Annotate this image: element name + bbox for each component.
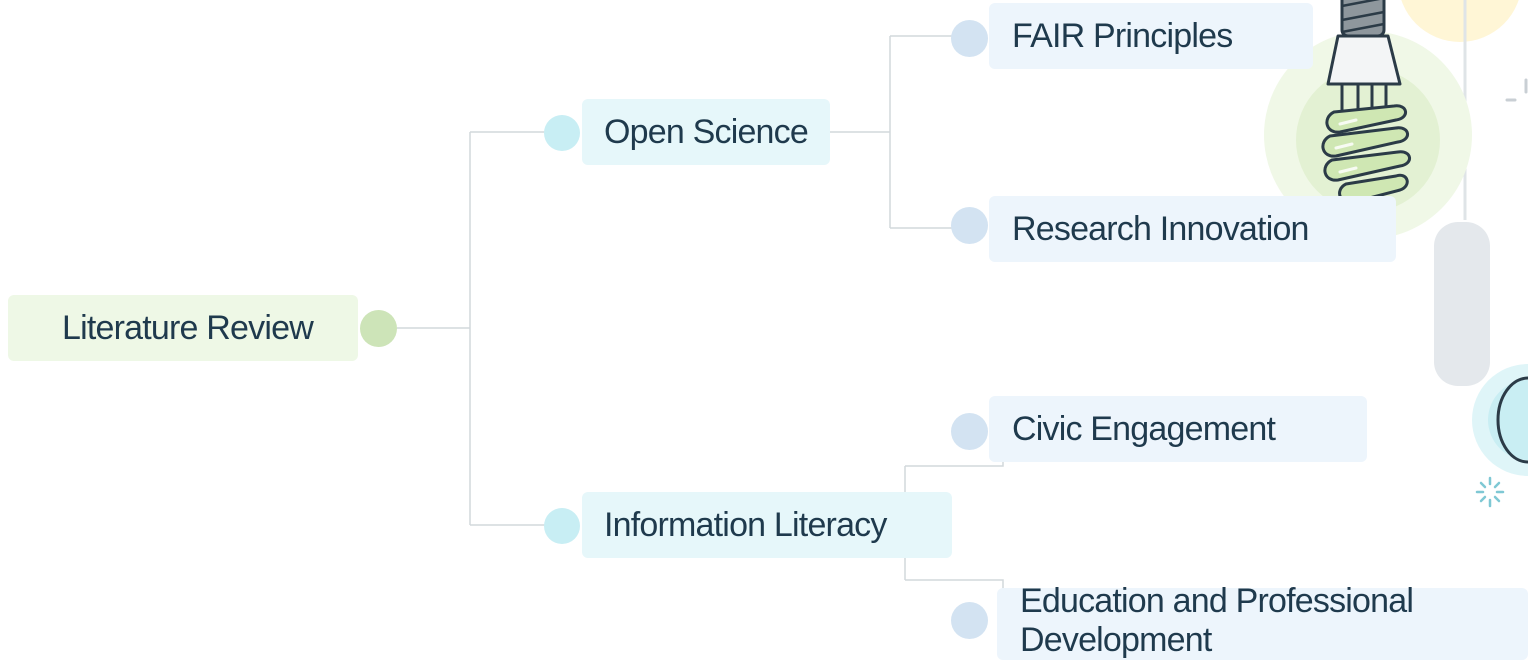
- leaf-node-civic-engagement[interactable]: Civic Engagement: [989, 396, 1367, 462]
- branch-dot-open-science: [544, 115, 580, 151]
- connector-open-science: [830, 35, 955, 229]
- root-connector-dot: [360, 310, 397, 347]
- leaf-node-fair-principles[interactable]: FAIR Principles: [989, 3, 1313, 69]
- leaf-label-education-professional-development: Education and Professional Development: [1020, 582, 1414, 659]
- lightbulb-icon: [1264, 0, 1472, 239]
- root-label: Literature Review: [62, 309, 314, 347]
- leaf-node-education-professional-development[interactable]: Education and Professional Development: [997, 582, 1528, 660]
- leaf-label-research-innovation: Research Innovation: [1012, 210, 1309, 248]
- branch-node-information-literacy[interactable]: Information Literacy: [582, 492, 952, 558]
- leaf-dot-education-professional-development: [951, 602, 988, 639]
- root-node[interactable]: Literature Review: [8, 295, 358, 361]
- leaf-dot-civic-engagement: [951, 413, 988, 450]
- leaf-node-research-innovation[interactable]: Research Innovation: [989, 196, 1396, 262]
- branch-node-open-science[interactable]: Open Science: [582, 99, 830, 165]
- leaf-label-fair-principles: FAIR Principles: [1012, 17, 1233, 55]
- connector-root: [397, 131, 548, 526]
- leaf-dot-fair-principles: [951, 20, 988, 57]
- leaf-dot-research-innovation: [951, 207, 988, 244]
- leaf-label-civic-engagement: Civic Engagement: [1012, 410, 1276, 448]
- lightbulb-icon: [1434, 222, 1528, 476]
- branch-dot-information-literacy: [544, 508, 580, 544]
- sparkle-icon: [1475, 476, 1505, 508]
- branch-label-information-literacy: Information Literacy: [604, 506, 887, 544]
- branch-label-open-science: Open Science: [604, 113, 809, 151]
